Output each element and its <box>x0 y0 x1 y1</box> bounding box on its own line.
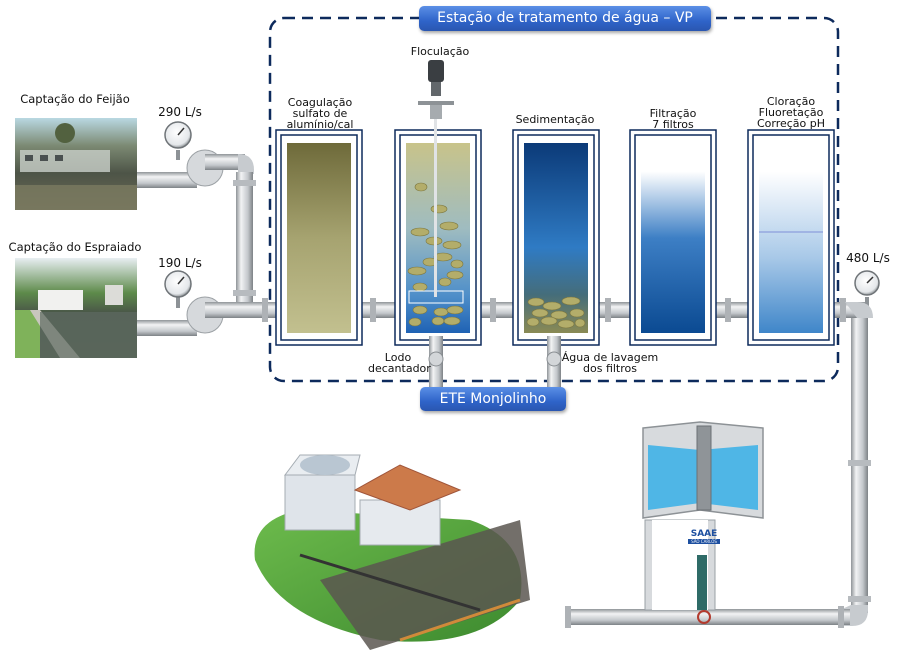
stage-label-line: Filtração <box>649 107 697 120</box>
stage-label-line: Cloração <box>766 95 816 108</box>
stage-label-line: Fluoretação <box>758 106 824 119</box>
stage-label-sedimentacao: Sedimentação <box>515 113 595 126</box>
stage-label-line: 7 filtros <box>652 118 694 131</box>
title-banner: Estação de tratamento de água – VP <box>419 6 711 31</box>
valve-wash <box>546 351 562 367</box>
stage-label-line: sulfato de <box>292 107 348 120</box>
stage-label-line: Coagulação <box>287 96 353 109</box>
gauge-output <box>854 270 880 306</box>
house-illustration <box>254 454 530 650</box>
saae-logo-text: SAAE <box>690 529 718 539</box>
flow-label-espraiado: 190 L/s <box>158 256 202 270</box>
water-tower <box>642 421 764 624</box>
stage-label-coagulacao: Coagulação sulfato de alumínio/cal <box>275 97 365 130</box>
flow-label-output: 480 L/s <box>846 251 890 265</box>
gauge-feijao <box>164 121 192 160</box>
tank-filtracao <box>629 129 717 346</box>
stage-label-cloracao: Cloração Fluoretação Correção pH <box>746 96 836 129</box>
source-label-espraiado: Captação do Espraiado <box>8 240 142 254</box>
gauge-espraiado <box>164 270 192 308</box>
tank-floculacao <box>394 129 482 346</box>
drain-label-wash: Água de lavagem dos filtros <box>560 352 660 374</box>
saae-logo-subtext: SÃO CARLOS <box>688 539 720 544</box>
drain-label-line: dos filtros <box>583 362 637 375</box>
tank-coagulacao <box>275 129 363 346</box>
drain-label-line: Lodo <box>384 351 412 364</box>
tank-cloracao <box>747 129 835 346</box>
valve-distribution <box>697 610 711 624</box>
stage-label-line: Correção pH <box>756 117 826 130</box>
pipe-feijao <box>137 172 197 188</box>
stage-label-filtracao: Filtração 7 filtros <box>628 108 718 130</box>
pipe-distribution <box>567 609 850 625</box>
tank-sedimentacao <box>512 129 600 346</box>
pipe-espraiado <box>137 320 197 336</box>
flow-label-feijao: 290 L/s <box>158 105 202 119</box>
pipe-vertical-connector <box>236 172 253 312</box>
photo-captacao-espraiado <box>15 258 137 358</box>
mixer-motor <box>418 60 454 297</box>
stage-label-floculacao: Floculação <box>410 45 470 58</box>
drain-label-line: decantador <box>368 362 431 375</box>
saae-logo: SAAE SÃO CARLOS <box>688 530 720 544</box>
photo-captacao-feijao <box>15 118 137 210</box>
drain-label-line: Água de lavagem <box>561 351 659 364</box>
drain-label-sludge: Lodo decantador <box>368 351 431 375</box>
stage-label-line: alumínio/cal <box>286 118 354 131</box>
source-label-feijao: Captação do Feijão <box>20 92 130 106</box>
valve-sludge <box>428 351 444 367</box>
ete-monjolinho-banner: ETE Monjolinho <box>420 387 566 411</box>
